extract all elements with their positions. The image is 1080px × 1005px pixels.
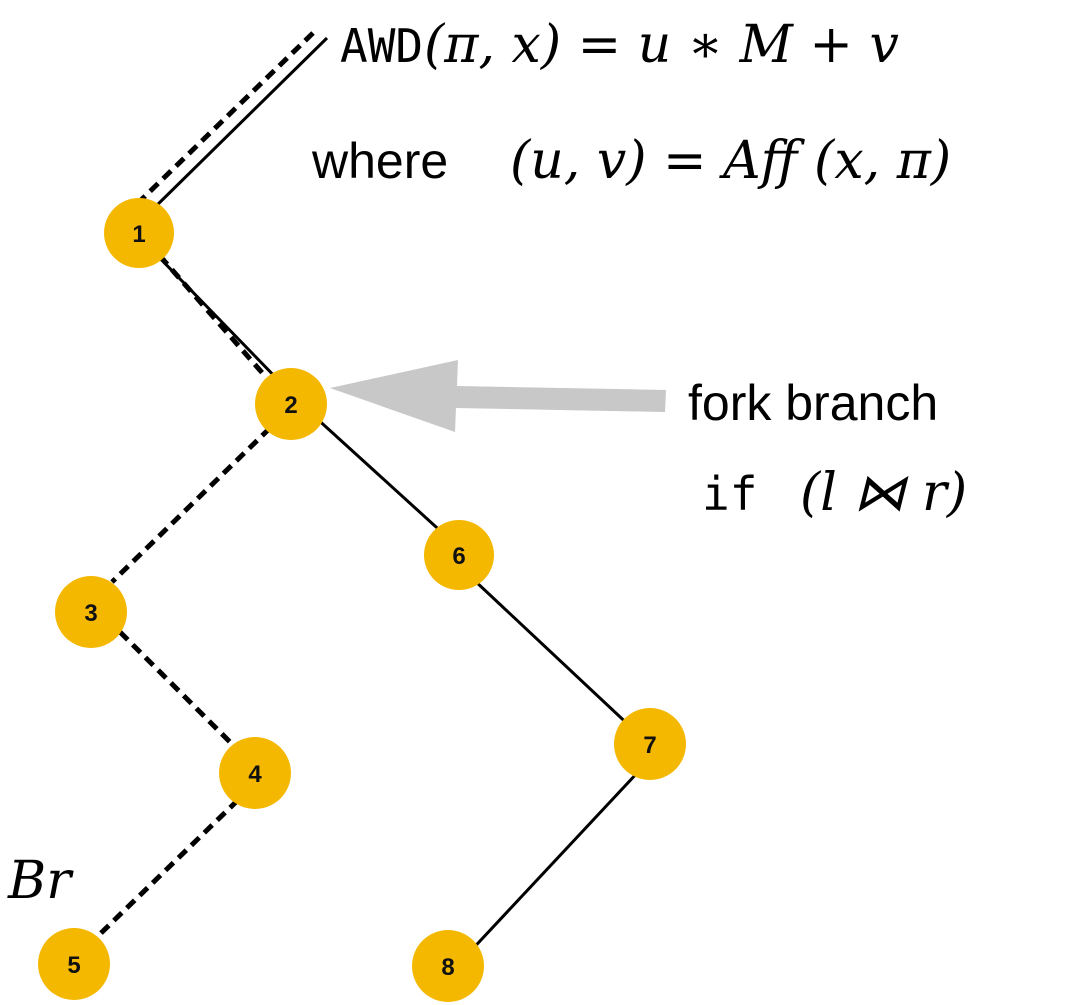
svg-text:8: 8 (441, 954, 454, 981)
node-3: 3 (55, 576, 127, 648)
fork-arrow-shape (330, 360, 666, 432)
node-8: 8 (412, 930, 484, 1002)
dashed-edge-3-4 (118, 630, 238, 750)
fork-annotation: fork branch if (l ⋈ r) (688, 375, 967, 523)
awd-arguments: (π, x) = u ∗ M + v (424, 15, 899, 75)
node-1: 1 (104, 198, 174, 268)
aff-formula: (u, v) = Aff (x, π) (510, 131, 951, 191)
node-6: 6 (424, 520, 494, 590)
svg-text:6: 6 (452, 543, 465, 570)
dashed-edge-4-5 (98, 798, 240, 936)
solid-edge-1-2 (148, 246, 286, 388)
dashed-edge-1-2 (158, 254, 274, 386)
svg-text:3: 3 (84, 600, 97, 627)
awd-keyword: AWD (340, 19, 423, 73)
svg-text:5: 5 (67, 952, 80, 979)
dashed-path (98, 31, 315, 936)
dashed-edge-2-3 (110, 426, 272, 584)
svg-text:1: 1 (132, 221, 145, 248)
fork-branch-label: fork branch (688, 375, 938, 431)
where-word: where (311, 133, 448, 189)
nodes: 1 2 3 4 5 6 7 8 (38, 198, 686, 1002)
node-4: 4 (219, 737, 291, 809)
dashed-edge-root-1 (136, 31, 315, 205)
node-2: 2 (255, 368, 327, 440)
svg-text:2: 2 (284, 392, 297, 419)
solid-edge-6-7 (472, 578, 636, 732)
awd-formula: AWD (π, x) = u ∗ M + v (340, 15, 899, 75)
if-condition: (l ⋈ r) (800, 463, 967, 523)
branch-label: Br (7, 851, 74, 911)
solid-edge-7-8 (464, 770, 640, 958)
if-keyword: if (702, 467, 757, 521)
node-5: 5 (38, 928, 110, 1000)
solid-edge-2-6 (312, 414, 448, 538)
solid-edge-root-1 (148, 36, 329, 214)
node-7: 7 (614, 708, 686, 780)
svg-text:7: 7 (643, 732, 656, 759)
where-formula: where (u, v) = Aff (x, π) (311, 131, 951, 191)
fork-arrow (330, 360, 666, 432)
svg-text:4: 4 (248, 761, 262, 788)
